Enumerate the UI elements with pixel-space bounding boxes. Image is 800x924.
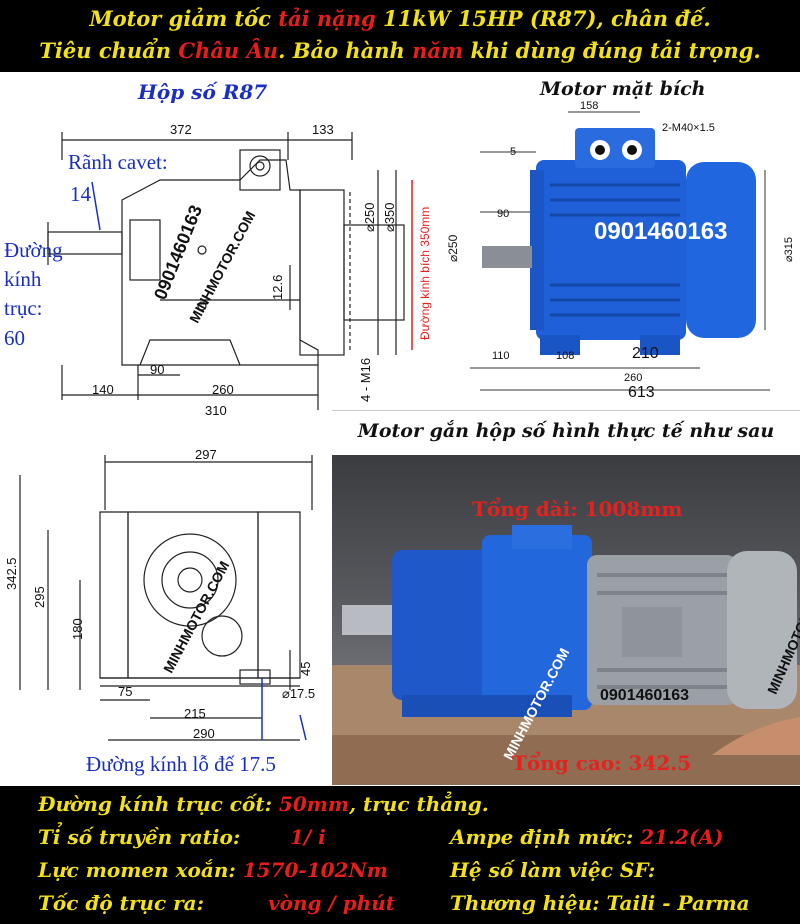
motor-drawing — [470, 111, 770, 391]
header-highlight: Châu Âu — [178, 38, 279, 63]
side-dim-hole: ⌀17.5 — [282, 686, 316, 701]
flange-diameter-note: Đường kính bích 350mm — [418, 206, 432, 340]
header-text: Tiêu chuẩn — [39, 38, 179, 63]
side-dim-180: 180 — [70, 618, 85, 640]
spec-torque-value: 1570-102Nm — [242, 858, 388, 882]
spec-ratio-value-wrap: 1/ i — [290, 825, 326, 849]
header-banner: Motor giảm tốc tải nặng 11kW 15HP (R87),… — [0, 0, 800, 72]
shaft-diameter-value: 60 — [4, 326, 25, 350]
motor-gearbox-photo — [332, 525, 800, 785]
shaft-diameter-label: Đường — [4, 238, 63, 262]
side-dim-342-5: 342.5 — [4, 557, 19, 590]
shaft-diameter-label: trục: — [4, 296, 43, 320]
header-highlight: năm — [412, 38, 464, 63]
spec-amp: Ampe định mức: 21.2(A) — [450, 825, 723, 849]
spec-shaft-label: Đường kính trục cốt: — [38, 792, 279, 816]
side-dim-215: 215 — [184, 706, 206, 721]
motor-dim-110: 110 — [492, 350, 510, 362]
product-photo: Tổng dài: 1008mm 0901460163 MINHMOTOR.CO… — [332, 455, 800, 785]
spec-brand: Thương hiệu: Taili - Parma — [450, 891, 750, 915]
header-text: . Bảo hành — [278, 38, 413, 63]
header-highlight: tải nặng — [278, 6, 376, 31]
shaft-diameter-label: kính — [4, 267, 42, 291]
spec-shaft-suffix: , trục thẳng. — [349, 792, 489, 816]
side-dim-290: 290 — [193, 726, 215, 741]
gearbox-dim-12-6: 12.6 — [270, 274, 285, 300]
motor-dim-260: 260 — [624, 372, 643, 384]
spec-sf: Hệ số làm việc SF: — [450, 858, 655, 882]
header-line-2: Tiêu chuẩn Châu Âu. Bảo hành năm khi dùn… — [0, 38, 800, 63]
header-line-1: Motor giảm tốc tải nặng 11kW 15HP (R87),… — [0, 6, 800, 31]
photo-caption: Motor gắn hộp số hình thực tế như sau — [357, 420, 775, 442]
spec-speed-value-wrap: vòng / phút — [268, 891, 395, 915]
total-height-label: Tổng cao: 342.5 — [512, 751, 692, 775]
spec-amp-value: 21.2(A) — [640, 825, 724, 849]
gearbox-dim-length: 372 — [170, 122, 192, 137]
spec-ratio-label: Tỉ số truyền ratio: — [38, 825, 241, 849]
spec-sf-label: Hệ số làm việc SF: — [450, 858, 656, 882]
gearbox-dim-90: 90 — [150, 362, 165, 377]
side-dim-295: 295 — [32, 586, 47, 608]
spec-shaft-value: 50mm — [278, 792, 350, 816]
gearbox-dim-d250: ⌀250 — [362, 202, 377, 232]
motor-dim-158: 158 — [580, 100, 599, 112]
side-dim-45: 45 — [298, 661, 313, 676]
motor-dim-5: 5 — [510, 146, 517, 158]
side-dim-297: 297 — [195, 447, 217, 462]
keyway-value: 14 — [70, 182, 91, 206]
gearbox-dim-m16: 4 - M16 — [358, 357, 373, 402]
spec-ratio-value: 1/ i — [290, 825, 326, 849]
gearbox-dim-d350: ⌀350 — [382, 202, 397, 232]
spec-speed: Tốc độ trục ra: — [38, 891, 204, 915]
motor-watermark-phone: 0901460163 — [594, 218, 728, 245]
spec-torque: Lực momen xoắn: 1570-102Nm — [38, 858, 388, 882]
motor-dim-613: 613 — [628, 384, 655, 401]
motor-dim-d250: ⌀250 — [446, 234, 460, 262]
specs-panel: Đường kính trục cốt: 50mm, trục thẳng. T… — [0, 786, 800, 924]
motor-dim-d315: ⌀315 — [783, 237, 795, 262]
keyway-label: Rãnh cavet: — [68, 150, 168, 174]
motor-dim-210: 210 — [632, 345, 659, 362]
base-hole-label: Đường kính lỗ đế 17.5 — [86, 752, 276, 776]
spec-amp-label: Ampe định mức: — [450, 825, 641, 849]
motor-dim-90: 90 — [497, 208, 510, 220]
side-view-drawing — [19, 455, 313, 741]
gearbox-dim-310: 310 — [205, 403, 227, 418]
gearbox-dim-flange: 133 — [312, 122, 334, 137]
gearbox-dim-260: 260 — [212, 382, 234, 397]
motor-dim-108: 108 — [556, 350, 575, 362]
spec-torque-label: Lực momen xoắn: — [38, 858, 243, 882]
header-text: 11kW 15HP (R87), chân đế. — [375, 6, 711, 31]
motor-dim-thread: 2-M40×1.5 — [662, 122, 715, 134]
spec-ratio: Tỉ số truyền ratio: — [38, 825, 240, 849]
header-text: khi dùng đúng tải trọng. — [463, 38, 761, 63]
spec-brand-label: Thương hiệu: Taili - Parma — [450, 891, 750, 915]
photo-watermark-phone: 0901460163 — [600, 687, 689, 704]
total-length-label: Tổng dài: 1008mm — [472, 497, 683, 521]
spec-speed-value: vòng / phút — [268, 891, 396, 915]
header-text: Motor giảm tốc — [89, 6, 279, 31]
side-dim-75: 75 — [118, 684, 133, 699]
photo-caption-bar: Motor gắn hộp số hình thực tế như sau — [332, 410, 800, 456]
gearbox-dim-140: 140 — [92, 382, 114, 397]
spec-shaft: Đường kính trục cốt: 50mm, trục thẳng. — [38, 792, 489, 816]
motor-title: Motor mặt bích — [540, 78, 706, 100]
spec-speed-label: Tốc độ trục ra: — [38, 891, 204, 915]
gearbox-drawing — [47, 132, 413, 410]
gearbox-title: Hộp số R87 — [138, 80, 268, 104]
